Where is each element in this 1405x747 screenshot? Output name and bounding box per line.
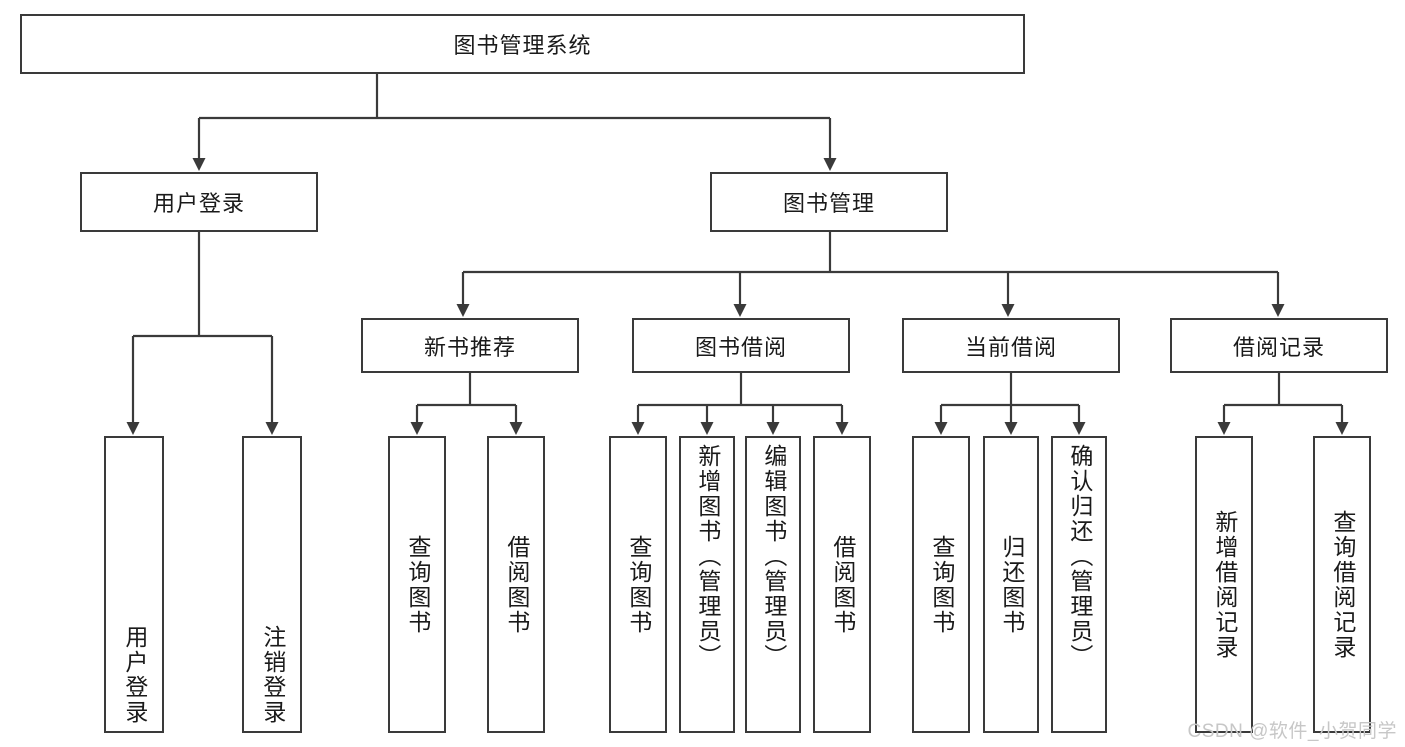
arrowhead-login-arrow-1 [126, 422, 140, 435]
node-leaf-query-book-borrow[interactable]: 查询图书 [609, 436, 667, 733]
connector-login-arrow-2 [265, 336, 279, 435]
arrowhead-record-arrow-2 [1335, 422, 1349, 435]
node-label-leaf-return-book: 归还图书 [998, 534, 1025, 635]
connector-borrow-arrow-4 [835, 405, 849, 435]
connector-current-arrow-3 [1072, 405, 1086, 435]
arrowhead-root-arrow-user-login [192, 158, 206, 171]
node-label-leaf-query-borrow-record: 查询借阅记录 [1329, 509, 1356, 660]
node-label-book-borrow: 图书借阅 [694, 334, 787, 360]
arrowhead-current-arrow-2 [1004, 422, 1018, 435]
connector-borrow-arrow-1 [631, 405, 645, 435]
connector-current-arrow-2 [1004, 405, 1018, 435]
node-label-leaf-borrow-book: 借阅图书 [829, 534, 856, 635]
connector-root-arrow-user-login [192, 118, 206, 171]
node-leaf-query-borrow-record[interactable]: 查询借阅记录 [1313, 436, 1371, 733]
arrowhead-borrow-arrow-2 [700, 422, 714, 435]
node-leaf-edit-book[interactable]: 编辑图书（管理员） [745, 436, 801, 733]
arrowhead-mgmt-arrow-4 [1271, 304, 1285, 317]
node-book-borrow[interactable]: 图书借阅 [632, 318, 850, 373]
arrowhead-root-arrow-book-management [823, 158, 837, 171]
node-current-borrow[interactable]: 当前借阅 [902, 318, 1120, 373]
node-leaf-user-login[interactable]: 用户登录 [104, 436, 164, 733]
connector-current-arrow-1 [934, 405, 948, 435]
node-label-new-book-recommend: 新书推荐 [423, 334, 516, 360]
arrowhead-mgmt-arrow-1 [456, 304, 470, 317]
connector-mgmt-arrow-3 [1001, 272, 1015, 317]
node-label-user-login: 用户登录 [152, 191, 245, 216]
node-leaf-borrow-book-recommend[interactable]: 借阅图书 [487, 436, 545, 733]
node-label-borrow-record: 借阅记录 [1232, 334, 1325, 360]
node-leaf-confirm-return[interactable]: 确认归还（管理员） [1051, 436, 1107, 733]
node-root[interactable]: 图书管理系统 [20, 14, 1025, 74]
node-label-leaf-query-book-recommend: 查询图书 [404, 534, 431, 635]
arrowhead-current-arrow-3 [1072, 422, 1086, 435]
node-leaf-user-logout[interactable]: 注销登录 [242, 436, 302, 733]
connector-borrow-arrow-3 [766, 405, 780, 435]
arrowhead-borrow-arrow-3 [766, 422, 780, 435]
connector-root-arrow-book-management [823, 118, 837, 171]
node-label-leaf-confirm-return: 确认归还（管理员） [1066, 444, 1093, 669]
connector-recommend-arrow-1 [410, 405, 424, 435]
connector-record-arrow-1 [1217, 405, 1231, 435]
node-label-leaf-query-book-borrow: 查询图书 [625, 534, 652, 635]
node-new-book-recommend[interactable]: 新书推荐 [361, 318, 579, 373]
node-label-current-borrow: 当前借阅 [964, 334, 1057, 360]
node-label-root: 图书管理系统 [453, 33, 592, 58]
arrowhead-mgmt-arrow-2 [733, 304, 747, 317]
node-leaf-add-borrow-record[interactable]: 新增借阅记录 [1195, 436, 1253, 733]
node-leaf-return-book[interactable]: 归还图书 [983, 436, 1039, 733]
arrowhead-borrow-arrow-4 [835, 422, 849, 435]
arrowhead-recommend-arrow-2 [509, 422, 523, 435]
connector-login-arrow-1 [126, 336, 140, 435]
connector-mgmt-arrow-2 [733, 272, 747, 317]
node-label-book-management: 图书管理 [782, 191, 875, 216]
watermark-label: CSDN @软件_小贺同学 [1187, 721, 1397, 742]
arrowhead-current-arrow-1 [934, 422, 948, 435]
node-label-leaf-borrow-book-recommend: 借阅图书 [503, 534, 530, 635]
arrowhead-mgmt-arrow-3 [1001, 304, 1015, 317]
node-leaf-add-book[interactable]: 新增图书（管理员） [679, 436, 735, 733]
arrowhead-record-arrow-1 [1217, 422, 1231, 435]
node-label-leaf-add-borrow-record: 新增借阅记录 [1211, 509, 1238, 660]
node-leaf-query-book-current[interactable]: 查询图书 [912, 436, 970, 733]
node-borrow-record[interactable]: 借阅记录 [1170, 318, 1388, 373]
connector-recommend-arrow-2 [509, 405, 523, 435]
connector-mgmt-arrow-1 [456, 272, 470, 317]
node-leaf-query-book-recommend[interactable]: 查询图书 [388, 436, 446, 733]
node-user-login[interactable]: 用户登录 [80, 172, 318, 232]
node-book-management[interactable]: 图书管理 [710, 172, 948, 232]
node-label-leaf-edit-book: 编辑图书（管理员） [760, 444, 787, 669]
node-label-leaf-user-login: 用户登录 [121, 625, 148, 725]
arrowhead-login-arrow-2 [265, 422, 279, 435]
node-label-leaf-user-logout: 注销登录 [259, 625, 286, 725]
connector-borrow-arrow-2 [700, 405, 714, 435]
node-leaf-borrow-book[interactable]: 借阅图书 [813, 436, 871, 733]
arrowhead-recommend-arrow-1 [410, 422, 424, 435]
connector-mgmt-arrow-4 [1271, 272, 1285, 317]
node-label-leaf-query-book-current: 查询图书 [928, 534, 955, 635]
arrowhead-borrow-arrow-1 [631, 422, 645, 435]
node-label-leaf-add-book: 新增图书（管理员） [694, 444, 721, 669]
connector-record-arrow-2 [1335, 405, 1349, 435]
